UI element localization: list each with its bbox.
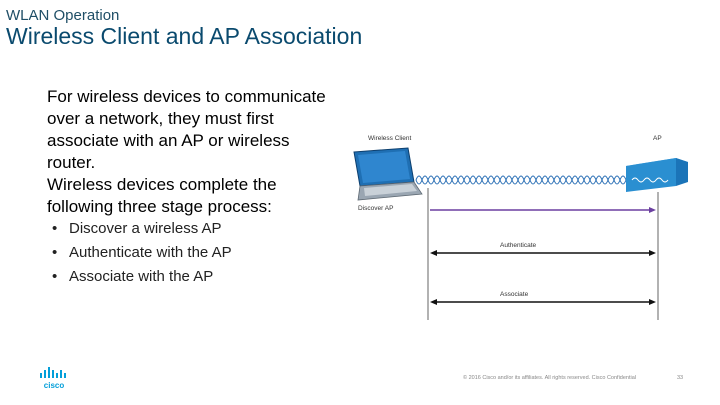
section-label: WLAN Operation [6,7,119,24]
list-item: •Discover a wireless AP [52,219,232,243]
associate-right-arrowhead [649,299,656,305]
cisco-logo-text: cisco [44,381,65,390]
process-steps-list: •Discover a wireless AP •Authenticate wi… [52,219,232,291]
authenticate-left-arrowhead [430,250,437,256]
list-item: •Associate with the AP [52,267,232,291]
discover-arrowhead [649,207,656,213]
slide-title: Wireless Client and AP Association [6,23,362,50]
page-number: 33 [677,375,683,381]
discover-ap-label: Discover AP [358,205,393,212]
access-point-icon [626,158,688,192]
association-diagram: Wireless Client AP Discover AP Authentic… [340,120,700,330]
associate-left-arrowhead [430,299,437,305]
step-authenticate-text: Authenticate with the AP [69,244,232,261]
wireless-client-label: Wireless Client [368,135,412,142]
list-item: •Authenticate with the AP [52,243,232,267]
cisco-logo: cisco [38,366,70,390]
process-paragraph: Wireless devices complete the following … [47,174,317,218]
footer-copyright: © 2016 Cisco and/or its affiliates. All … [463,375,636,381]
intro-paragraph: For wireless devices to communicate over… [47,86,337,174]
authenticate-label: Authenticate [500,242,537,249]
step-associate-text: Associate with the AP [69,268,213,285]
ap-label: AP [653,135,662,142]
step-discover-text: Discover a wireless AP [69,220,222,237]
laptop-icon [354,148,422,200]
associate-label: Associate [500,291,529,298]
authenticate-right-arrowhead [649,250,656,256]
